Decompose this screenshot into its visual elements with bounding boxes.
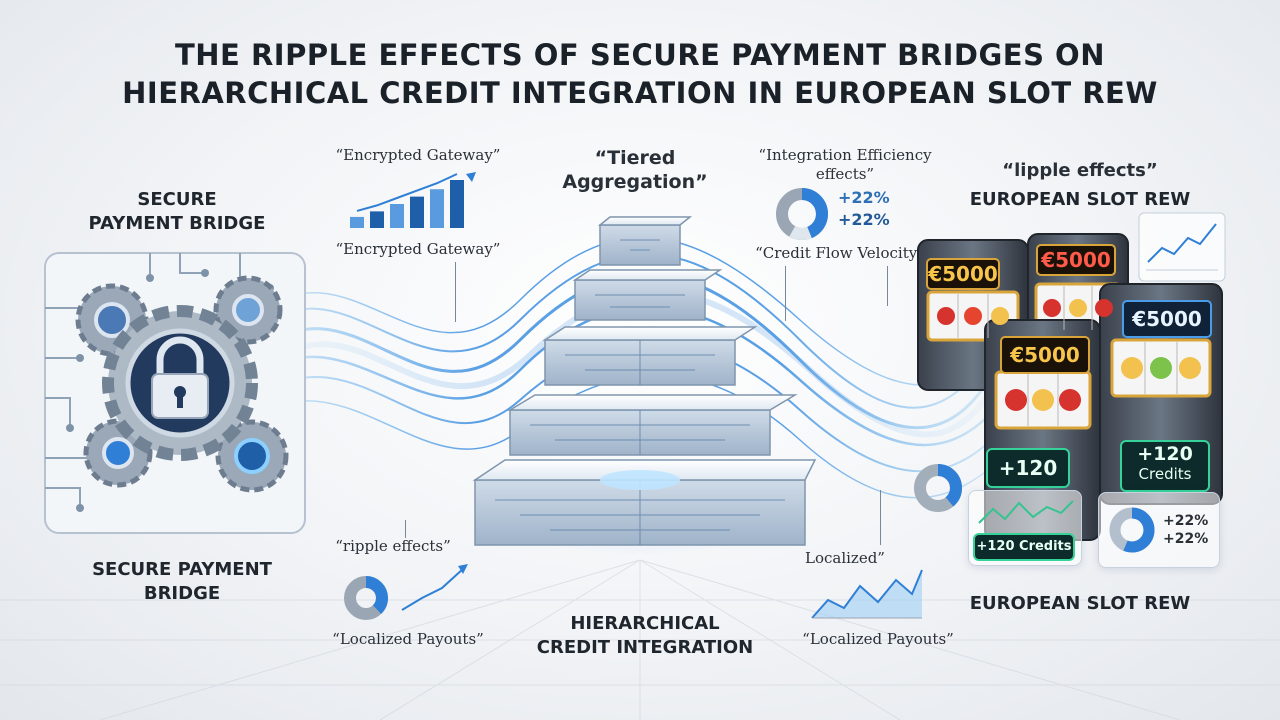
- ripple-trend-arrow-icon: [458, 564, 468, 574]
- pct-panel-1: +22%: [1163, 513, 1209, 529]
- localized-quote: Localized”: [805, 549, 885, 567]
- page-title-line1: THE RIPPLE EFFECTS OF SECURE PAYMENT BRI…: [175, 38, 1105, 72]
- credit-tag-b-line1: +120: [1137, 443, 1193, 465]
- slot-donut-icon: [914, 464, 962, 512]
- secure-bridge-label-top: SECURE PAYMENT BRIDGE: [82, 188, 272, 236]
- encrypted-gateway-quote-top: “Encrypted Gateway”: [335, 146, 501, 164]
- gateway-bar: [450, 180, 464, 228]
- secure-bridge-label-top-line1: SECURE: [137, 189, 217, 210]
- credit-tag-b-line2: Credits: [1138, 465, 1192, 483]
- credit-tag-b: +120 Credits: [1120, 440, 1210, 492]
- slot-screen-3: €5000: [1122, 300, 1212, 338]
- credit-sparkline-panel: +120 Credits: [968, 490, 1082, 566]
- slot-screen-2: €5000: [1036, 244, 1116, 276]
- european-slot-label-bottom: EUROPEAN SLOT REW: [969, 593, 1191, 614]
- gateway-trend-arrow-icon: [466, 172, 476, 182]
- ripple-effects-quote: “ripple effects”: [335, 537, 451, 555]
- secure-bridge-label-bottom: SECURE PAYMENT BRIDGE: [82, 558, 282, 606]
- european-slot-label-top: EUROPEAN SLOT REW: [969, 189, 1191, 210]
- secure-bridge-label-top-line2: PAYMENT BRIDGE: [88, 213, 266, 234]
- credit-flow-velocity-quote: “Credit Flow Velocity”: [755, 244, 925, 262]
- localized-area-chart: [811, 569, 923, 619]
- hierarchical-credit-label-line1: HIERARCHICAL: [570, 613, 720, 634]
- gateway-bar: [410, 196, 424, 228]
- pct-panel: +22% +22%: [1098, 492, 1220, 568]
- gateway-bar: [430, 189, 444, 228]
- tiered-aggregation-quote-line1: “Tiered: [594, 147, 676, 169]
- gateway-bar: [370, 211, 384, 228]
- slot-machines-art: [917, 233, 1223, 541]
- encrypted-gateway-quote-bottom: “Encrypted Gateway”: [335, 240, 501, 258]
- pct-panel-2: +22%: [1163, 531, 1209, 547]
- velocity-connector-2: [887, 266, 888, 306]
- localized-connector: [880, 490, 881, 545]
- secure-bridge-label-bottom-line2: BRIDGE: [143, 583, 221, 604]
- gateway-bar-chart: [350, 172, 476, 228]
- integration-efficiency-quote-line2: effects”: [815, 165, 875, 183]
- gateway-connector: [455, 262, 456, 322]
- efficiency-pct-1: +22%: [838, 188, 890, 207]
- pct-panel-donut-icon: [1109, 507, 1155, 553]
- tiered-aggregation-quote-line2: Aggregation”: [562, 171, 708, 193]
- efficiency-pct-2: +22%: [838, 210, 890, 229]
- credit-panel-tag: +120 Credits: [973, 533, 1075, 561]
- localized-payouts-quote-left: “Localized Payouts”: [332, 630, 484, 648]
- page-title-line2: HIERARCHICAL CREDIT INTEGRATION IN EUROP…: [122, 76, 1158, 110]
- floor-grid: [0, 559, 1280, 720]
- ripple-donut-bar-chart: [344, 564, 468, 620]
- localized-payouts-quote-right: “Localized Payouts”: [802, 630, 954, 648]
- padlock-gear-icon: [44, 252, 306, 534]
- ripple-connector: [405, 520, 406, 538]
- hierarchy-pyramid-icon: [472, 216, 817, 546]
- secure-bridge-label-bottom-line1: SECURE PAYMENT: [92, 559, 272, 580]
- integration-efficiency-quote-line1: “Integration Efficiency: [758, 146, 932, 164]
- credit-sparkline-chart: [978, 500, 1074, 524]
- tiered-aggregation-quote: “Tiered Aggregation”: [560, 146, 710, 194]
- hierarchical-credit-label: HIERARCHICAL CREDIT INTEGRATION: [535, 612, 755, 660]
- velocity-connector-1: [785, 266, 786, 321]
- gateway-bar: [350, 216, 364, 228]
- slot-trend-panel: [1138, 212, 1226, 282]
- slot-screen-4: €5000: [1000, 336, 1090, 374]
- gateway-trend-line: [356, 173, 458, 212]
- slot-screen-1: €5000: [926, 258, 1000, 290]
- hierarchical-credit-label-line2: CREDIT INTEGRATION: [536, 637, 754, 658]
- efficiency-donut-icon: [776, 188, 828, 240]
- integration-efficiency-quote: “Integration Efficiency effects”: [745, 146, 945, 184]
- gateway-bar: [390, 204, 404, 228]
- credit-tag-a: +120: [986, 448, 1070, 488]
- lipple-effects-quote: “lipple effects”: [1002, 160, 1158, 181]
